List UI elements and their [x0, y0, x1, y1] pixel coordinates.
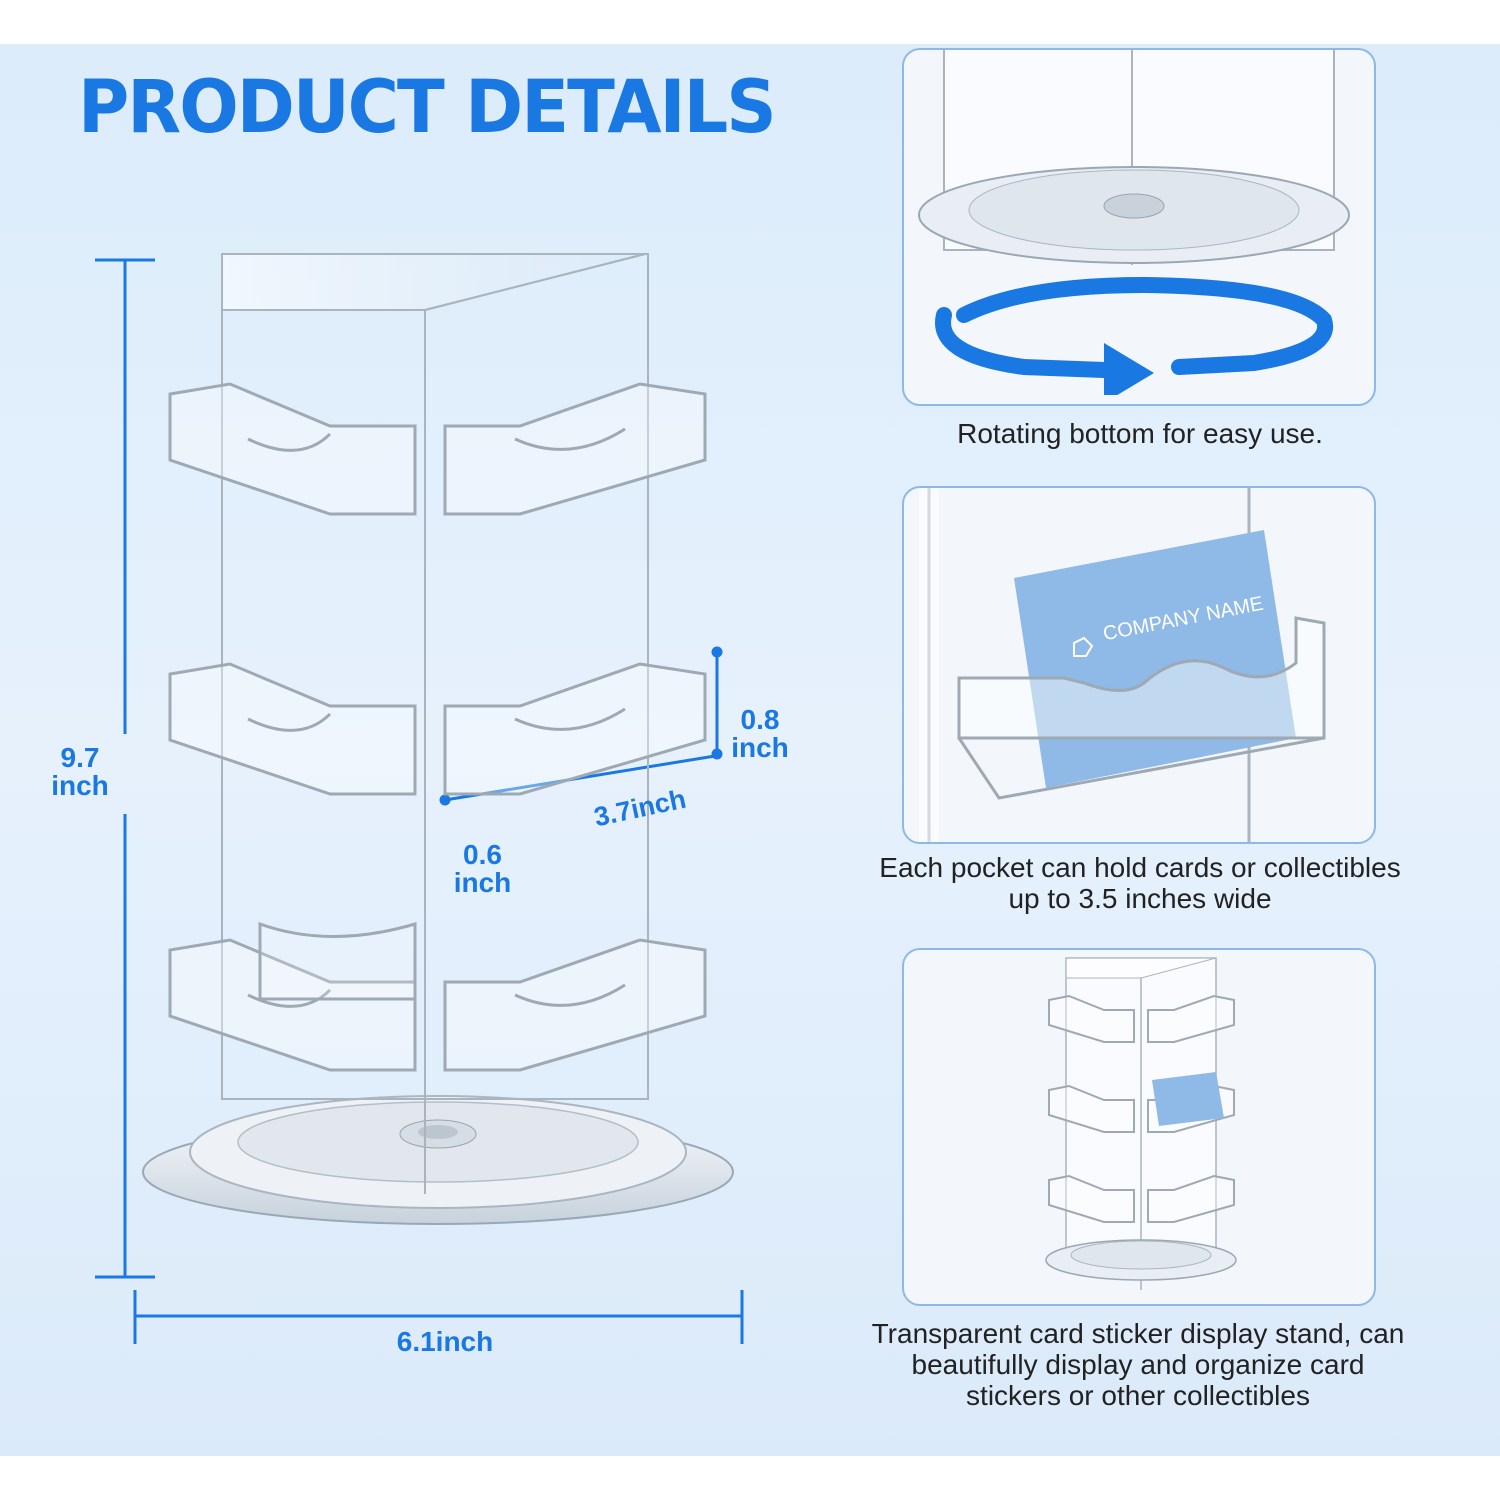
width-dimension-line	[133, 1290, 744, 1344]
page-title: PRODUCT DETAILS	[78, 63, 777, 151]
business-card-icon	[1014, 530, 1296, 788]
rotating-base	[142, 1095, 734, 1225]
feature-caption-rotation: Rotating bottom for easy use.	[957, 418, 1323, 449]
pocket-illustration	[919, 488, 1326, 842]
shelf-top	[168, 382, 707, 516]
feature-panel-pocket: COMPANY NAME	[902, 486, 1376, 844]
tower-panels	[221, 253, 649, 1194]
pocket-depth-label: 0.6 inch	[453, 839, 512, 898]
height-dimension-line	[95, 258, 155, 1279]
height-label: 9.7 inch	[51, 742, 109, 801]
feature-panel-stand	[902, 948, 1376, 1306]
feature-panel-rotation	[902, 48, 1376, 406]
product-illustration	[95, 253, 744, 1344]
feature-caption-pocket: Each pocket can hold cards or collectibl…	[879, 852, 1401, 914]
shelf-bottom	[168, 921, 707, 1072]
product-canvas: PRODUCT DETAILS	[0, 44, 1500, 1456]
feature-caption-stand: Transparent card sticker display stand, …	[871, 1318, 1405, 1411]
shelf-middle	[168, 662, 707, 796]
pocket-height-label: 0.8 inch	[731, 704, 789, 763]
rotation-illustration	[918, 50, 1350, 265]
width-label: 6.1inch	[396, 1326, 494, 1357]
rotation-arrow-icon	[935, 276, 1334, 395]
display-stand-icon	[1045, 957, 1237, 1290]
